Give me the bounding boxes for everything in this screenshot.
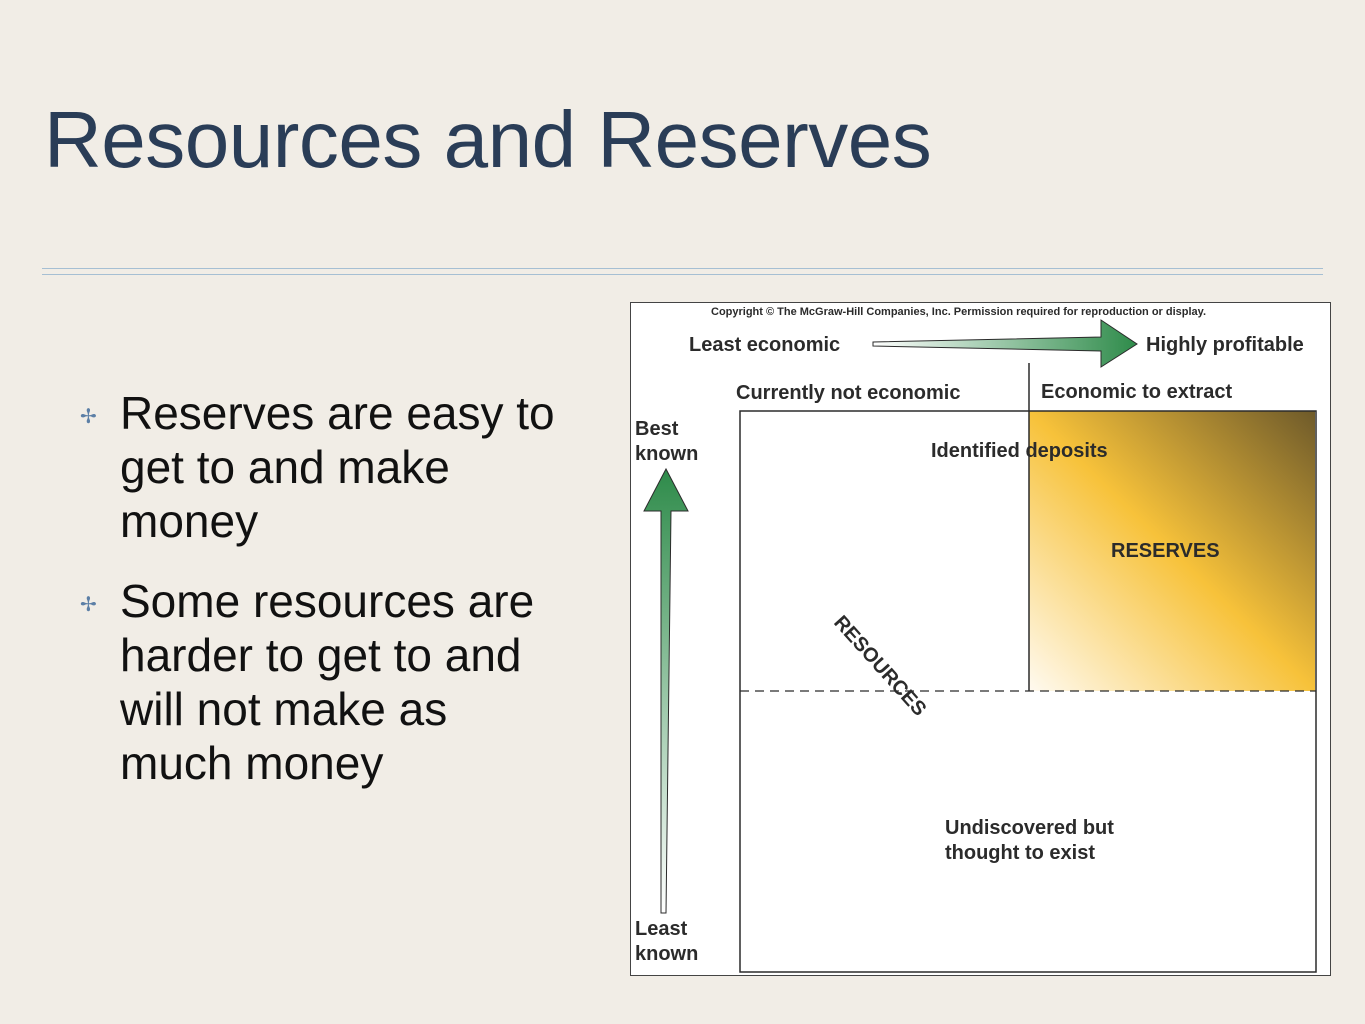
currently-not-economic-label: Currently not economic [736,382,960,404]
bullet-item: ✢ Some resources are harder to get to an… [80,574,560,790]
bullet-list: ✢ Reserves are easy to get to and make m… [80,386,560,816]
highly-profitable-label: Highly profitable [1146,334,1304,356]
reserves-label: RESERVES [1111,540,1220,562]
identified-deposits-label: Identified deposits [931,440,1108,462]
undiscovered-label-line1: Undiscovered but [945,817,1114,839]
title-divider [42,268,1323,269]
economic-to-extract-label: Economic to extract [1041,381,1233,403]
known-label-top: known [635,443,698,465]
slide-title: Resources and Reserves [44,95,932,184]
cross-bullet-icon: ✢ [80,404,97,428]
best-label: Best [635,418,679,440]
least-economic-label: Least economic [689,334,840,356]
known-label-bottom: known [635,943,698,965]
economic-arrow [872,319,1138,368]
copyright-text: Copyright © The McGraw-Hill Companies, I… [711,306,1206,318]
undiscovered-label-line2: thought to exist [945,842,1095,864]
bullet-item: ✢ Reserves are easy to get to and make m… [80,386,560,548]
least-label: Least [635,918,688,940]
cross-bullet-icon: ✢ [80,592,97,616]
diagram-svg: Copyright © The McGraw-Hill Companies, I… [635,306,1317,973]
reserves-region [1029,411,1315,691]
title-divider-secondary [42,274,1323,275]
knowledge-arrow [643,467,689,914]
bullet-text: Some resources are harder to get to and … [120,575,535,789]
resources-label: RESOURCES [829,612,930,721]
resources-reserves-diagram: Copyright © The McGraw-Hill Companies, I… [630,302,1331,976]
bullet-text: Reserves are easy to get to and make mon… [120,387,555,547]
